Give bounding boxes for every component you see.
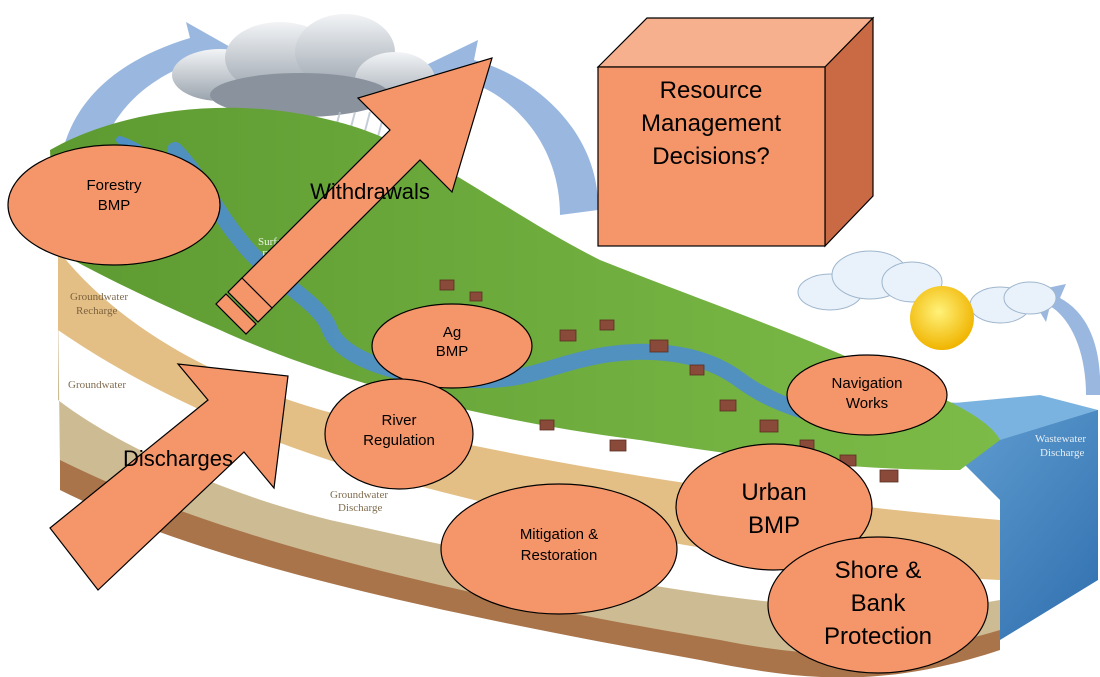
decisions-line-1: Resource [660, 77, 763, 104]
river-regulation-line-1: River [381, 412, 416, 429]
mitigation-restoration-oval: Mitigation & Restoration [440, 483, 678, 615]
decisions-box: Resource Management Decisions? [596, 16, 875, 248]
background-labels: Surface Runoff Groundwater Recharge Grou… [68, 236, 1086, 514]
decisions-line-2: Management [641, 110, 781, 137]
shore-bank-protection-line-3: Protection [824, 623, 932, 650]
sun-icon [910, 286, 974, 350]
land-surface [50, 107, 1000, 471]
withdrawals-arrow-tail-2 [215, 293, 257, 335]
groundwater-recharge-label-2: Recharge [76, 305, 117, 317]
urban-bmp-shape [675, 443, 873, 571]
navigation-works-line-1: Navigation [832, 375, 903, 392]
navigation-works-shape [786, 354, 948, 436]
groundwater-label: Groundwater [68, 379, 126, 391]
discharges-label: Discharges [123, 446, 233, 471]
navigation-works-line-2: Works [846, 395, 888, 412]
discharges-arrow-shape [49, 363, 289, 591]
withdrawals-label: Withdrawals [310, 179, 430, 204]
navigation-works-oval: Navigation Works [786, 354, 948, 436]
shore-bank-protection-line-2: Bank [851, 590, 907, 617]
forestry-bmp-line-1: Forestry [86, 177, 142, 194]
forestry-bmp-line-2: BMP [98, 197, 131, 214]
groundwater-discharge-label-2: Discharge [338, 502, 383, 514]
ag-bmp-line-1: Ag [443, 324, 461, 341]
discharges-arrow: Discharges [49, 363, 289, 591]
decisions-line-3: Decisions? [652, 143, 769, 170]
ag-bmp-oval: Ag BMP [371, 303, 533, 389]
mitigation-restoration-shape [440, 483, 678, 615]
shore-bank-protection-line-1: Shore & [835, 557, 922, 584]
urban-bmp-oval: Urban BMP [675, 443, 873, 571]
decisions-box-front [597, 66, 826, 247]
wastewater-discharge-label: Wastewater [1035, 433, 1086, 445]
shore-bank-protection-oval: Shore & Bank Protection [767, 536, 989, 674]
urban-bmp-line-1: Urban [741, 479, 806, 506]
forestry-bmp-shape [7, 144, 221, 266]
fair-weather-clouds [797, 250, 1057, 324]
mitigation-restoration-line-2: Restoration [521, 547, 598, 564]
withdrawals-arrow: Withdrawals [215, 57, 493, 335]
sea-block [900, 400, 1098, 640]
withdrawals-arrow-shape [237, 57, 493, 313]
ag-bmp-shape [371, 303, 533, 389]
forestry-bmp-oval: Forestry BMP [7, 144, 221, 266]
cycle-arrow-far-right [1028, 284, 1100, 395]
wastewater-discharge-label-2: Discharge [1040, 447, 1085, 459]
groundwater-discharge-label: Groundwater [330, 489, 388, 501]
river-regulation-line-2: Regulation [363, 432, 435, 449]
mitigation-restoration-line-1: Mitigation & [520, 526, 598, 543]
ag-bmp-line-2: BMP [436, 343, 469, 360]
urban-bmp-line-2: BMP [748, 512, 800, 539]
groundwater-recharge-label: Groundwater [70, 291, 128, 303]
river-regulation-shape [324, 378, 474, 490]
withdrawals-arrow-tail-1 [227, 277, 273, 323]
river-regulation-oval: River Regulation [324, 378, 474, 490]
shore-bank-protection-shape [767, 536, 989, 674]
